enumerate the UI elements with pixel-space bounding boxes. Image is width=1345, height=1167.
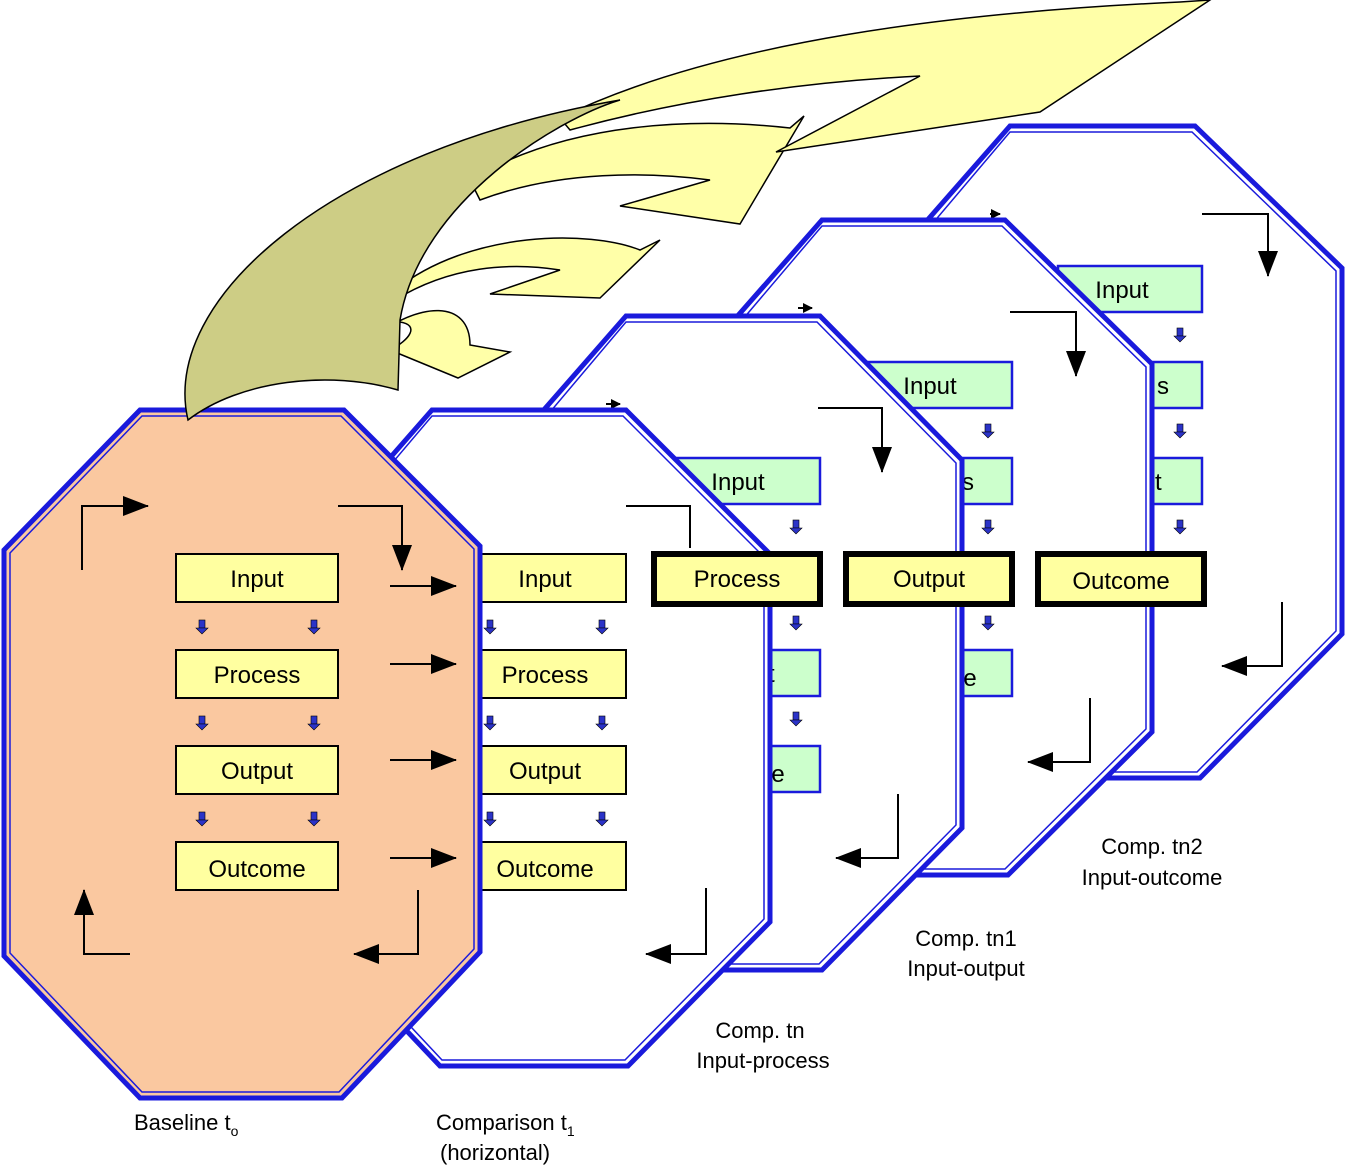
comp-tn2-caption-2: Input-outcome bbox=[1082, 865, 1223, 890]
highlight-process-label: Process bbox=[694, 566, 781, 593]
horizontal-arrows bbox=[390, 576, 457, 868]
tn2-output-partial: t bbox=[1155, 469, 1162, 496]
baseline-outcome-label: Outcome bbox=[208, 856, 305, 883]
comparison-subscript: 1 bbox=[567, 1123, 575, 1139]
comparison-caption-extra: (horizontal) bbox=[440, 1140, 550, 1165]
baseline-caption: Baseline t bbox=[134, 1110, 231, 1135]
baseline-output-label: Output bbox=[221, 758, 293, 785]
captions: Baseline to Comparison t1 (horizontal) C… bbox=[134, 834, 1222, 1165]
tn1-input-label: Input bbox=[903, 373, 957, 400]
svg-text:Comparison t1: Comparison t1 bbox=[436, 1110, 575, 1139]
comparison-caption: Comparison t bbox=[436, 1110, 567, 1135]
svg-text:Baseline to: Baseline to bbox=[134, 1110, 239, 1139]
comp-tn-caption: Comp. tn bbox=[715, 1018, 804, 1043]
tn1-process-partial: s bbox=[962, 469, 974, 496]
tn2-input-label: Input bbox=[1095, 277, 1149, 304]
t1-output-label: Output bbox=[509, 758, 581, 785]
frame-baseline-t0: Input Process Output Outcome bbox=[1, 407, 483, 1101]
tn2-process-partial: s bbox=[1157, 373, 1169, 400]
comp-tn1-caption: Comp. tn1 bbox=[915, 926, 1017, 951]
comp-tn-caption-2: Input-process bbox=[696, 1048, 829, 1073]
feedback-curved-arrows bbox=[184, 0, 1212, 422]
baseline-process-label: Process bbox=[214, 662, 301, 689]
t1-input-label: Input bbox=[518, 566, 572, 593]
t1-process-label: Process bbox=[502, 662, 589, 689]
baseline-subscript: o bbox=[231, 1123, 239, 1139]
tn-input-label: Input bbox=[711, 469, 765, 496]
highlight-output-label: Output bbox=[893, 566, 965, 593]
highlight-outcome-label: Outcome bbox=[1072, 568, 1169, 595]
comp-tn2-caption: Comp. tn2 bbox=[1101, 834, 1203, 859]
baseline-input-label: Input bbox=[230, 566, 284, 593]
highlight-boxes: Process Output Outcome bbox=[651, 551, 1207, 607]
comp-tn1-caption-2: Input-output bbox=[907, 956, 1024, 981]
t1-outcome-label: Outcome bbox=[496, 856, 593, 883]
